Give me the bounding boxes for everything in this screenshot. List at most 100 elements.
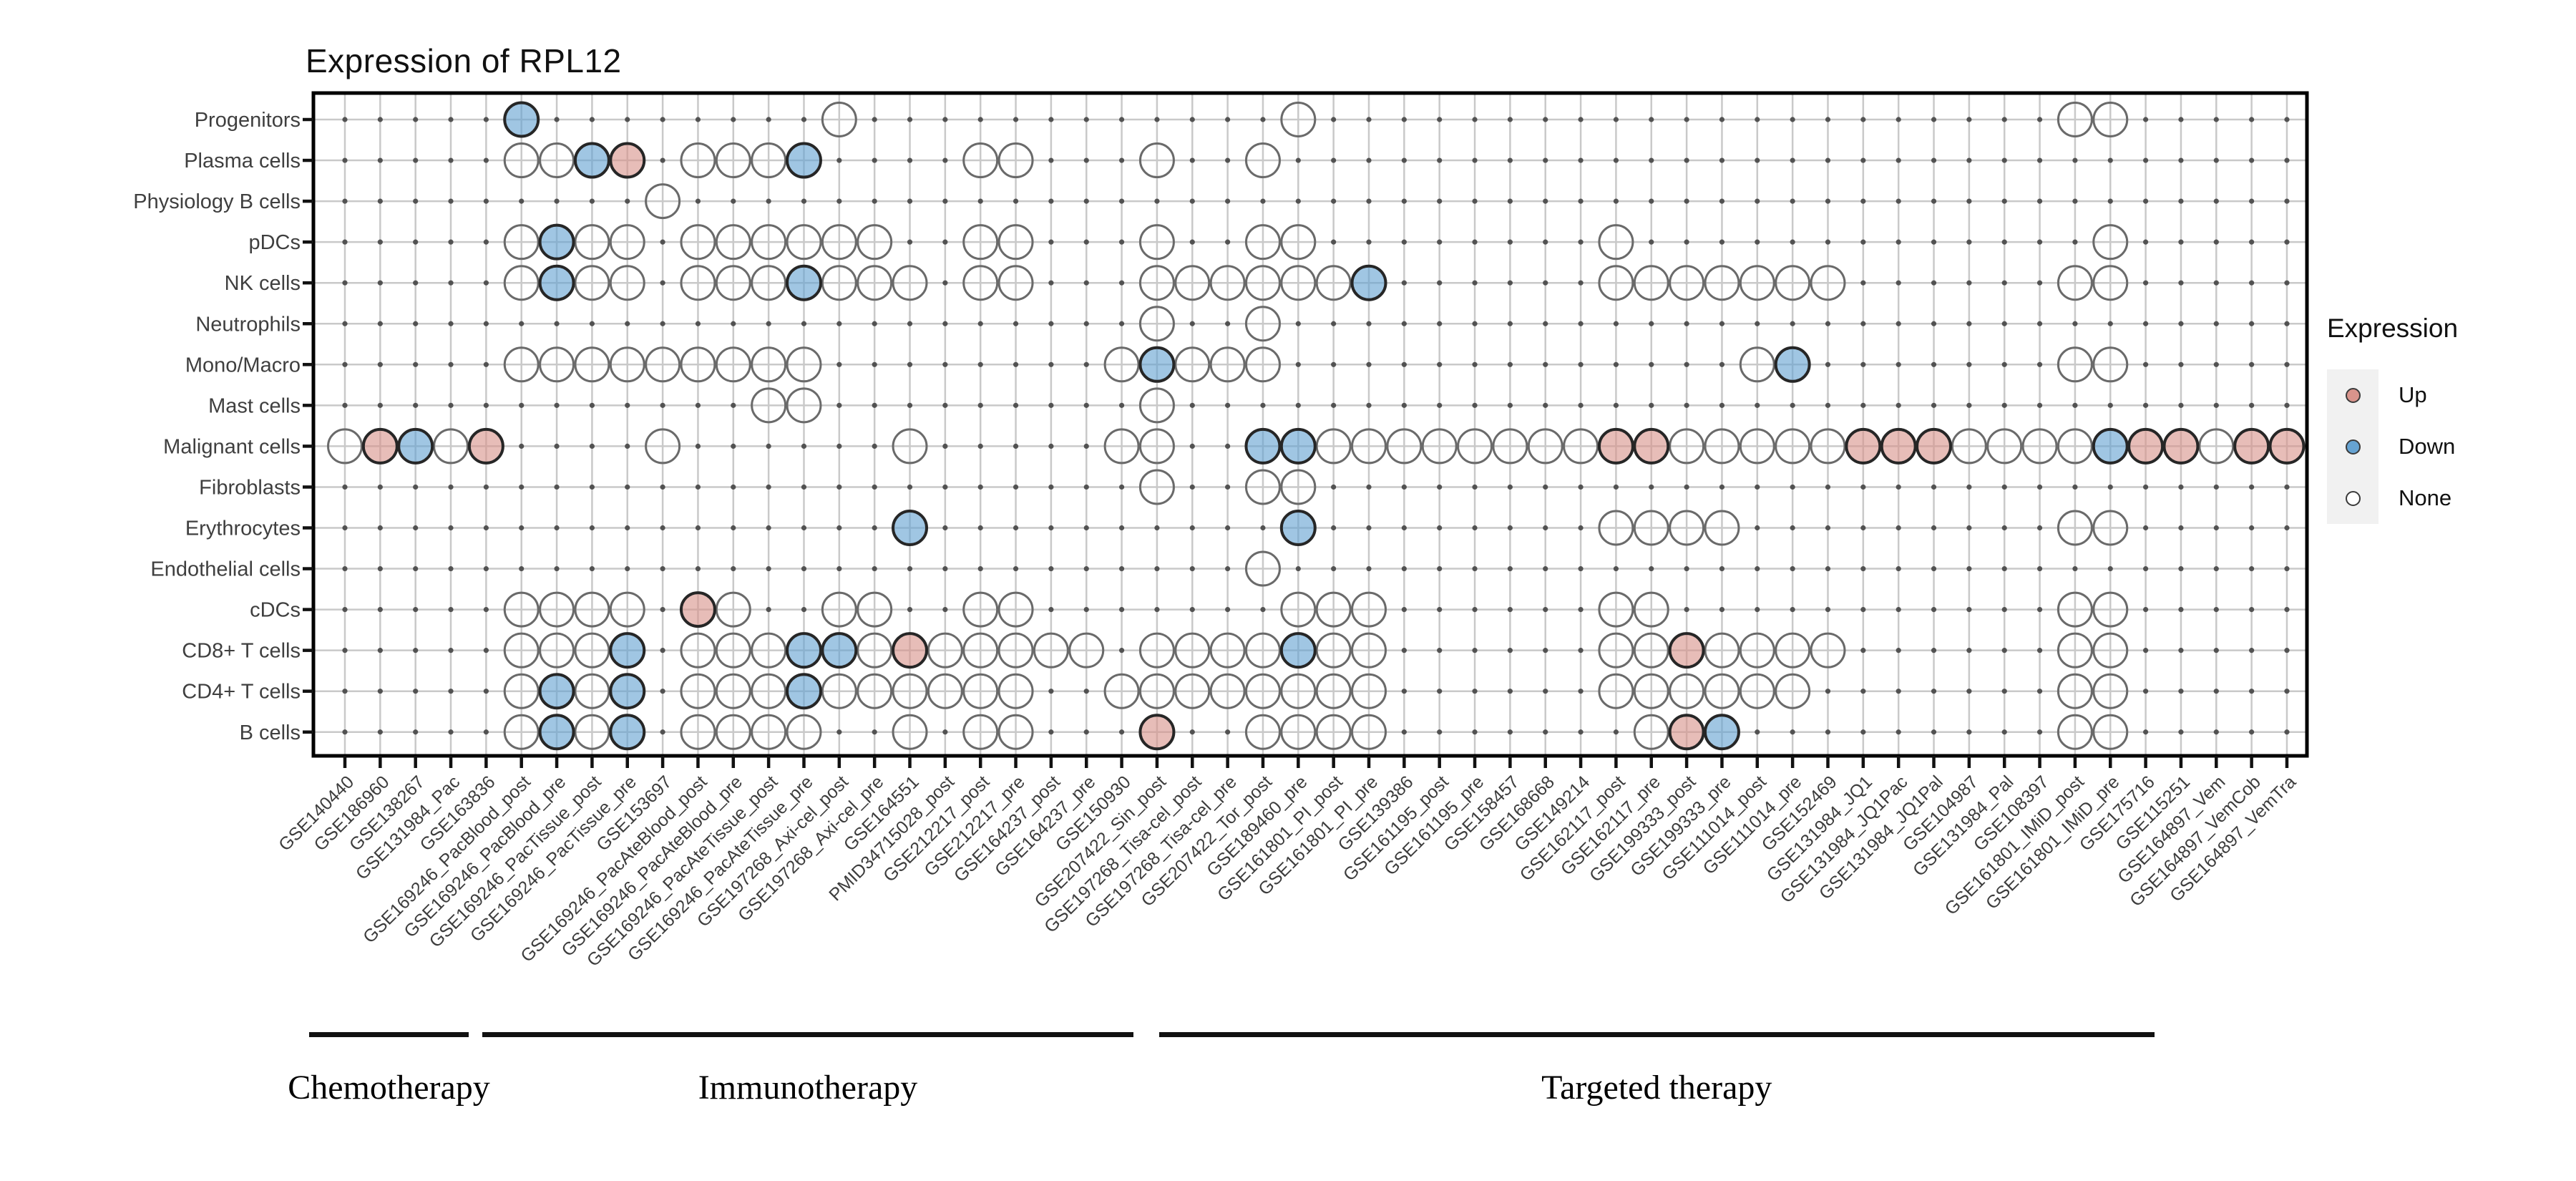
na-dot [1825,565,1831,572]
na-dot [1966,607,1972,613]
na-dot [1790,484,1795,490]
na-dot [2213,117,2219,122]
expression-dot-none [1669,265,1705,301]
expression-dot-none [1598,510,1634,546]
na-dot [2284,239,2290,245]
na-dot [1613,361,1619,367]
na-dot [1083,443,1089,449]
na-dot [977,198,983,204]
expression-dot-none [786,714,822,750]
na-dot [1013,117,1019,122]
expression-dot-none [1174,632,1211,669]
y-axis-label: pDCs [248,231,301,254]
na-dot [2142,689,2149,694]
expression-dot-none [1244,469,1281,505]
na-dot [413,484,419,490]
expression-dot-down [609,714,646,751]
na-dot [1401,117,1407,122]
na-dot [1896,648,1901,653]
na-dot [1860,280,1866,286]
expression-dot-none [2057,265,2093,301]
na-dot [1578,157,1584,163]
na-dot [1755,607,1760,613]
expression-dot-none [1633,591,1669,628]
expression-dot-none [2021,428,2058,465]
y-axis-label: Progenitors [195,109,301,132]
na-dot [942,484,948,490]
na-dot [1472,117,1478,122]
na-dot [1719,321,1725,326]
na-dot [1295,402,1301,408]
na-dot [483,525,489,531]
na-dot [872,729,877,735]
na-dot [554,198,560,204]
na-dot [2284,689,2290,694]
expression-dot-down [785,673,822,710]
expression-dot-up [2268,427,2306,465]
expression-dot-up [1597,427,1634,465]
na-dot [731,525,736,531]
na-dot [695,321,701,326]
expression-dot-none [1669,510,1705,546]
na-dot [448,198,454,204]
expression-dot-up [361,427,399,465]
na-dot [1825,607,1831,613]
na-dot [1966,525,1972,531]
na-dot [2284,648,2290,653]
na-dot [2142,565,2149,572]
na-dot [1507,239,1513,245]
na-dot [1472,157,1478,163]
expression-dot-down [785,264,822,301]
y-axis-label: Fibroblasts [199,476,301,499]
na-dot [2001,607,2007,613]
na-dot [836,525,842,531]
na-dot [589,443,595,449]
na-dot [942,157,948,163]
down-dot-icon [2345,439,2361,455]
na-dot [2213,484,2219,490]
na-dot [1931,157,1937,163]
na-dot [1931,198,1937,204]
na-dot [2142,484,2149,490]
na-dot [2213,280,2219,286]
na-dot [1048,402,1054,408]
na-dot [1366,198,1372,204]
na-dot [2213,607,2219,613]
na-dot [483,565,489,572]
na-dot [342,648,348,653]
na-dot [1649,402,1654,408]
expression-dot-none [2092,510,2129,546]
na-dot [1825,402,1831,408]
na-dot [1896,729,1901,735]
na-dot [2001,117,2007,122]
expression-dot-none [1633,673,1669,709]
expression-dot-none [1174,346,1211,383]
expression-dot-none [1775,632,1811,669]
na-dot [1790,157,1795,163]
expression-dot-none [680,673,716,709]
expression-dot-none [2057,673,2093,709]
na-dot [1331,484,1337,490]
na-dot [589,198,595,204]
na-dot [342,239,348,245]
expression-dot-none [997,632,1034,669]
na-dot [1613,729,1619,735]
na-dot [1578,729,1584,735]
na-dot [1684,361,1689,367]
na-dot [1118,321,1125,326]
na-dot [1189,443,1195,449]
na-dot [2178,648,2184,653]
na-dot [1083,321,1089,326]
legend-label: Up [2399,382,2427,407]
na-dot [413,239,419,245]
na-dot [1966,198,1972,204]
na-dot [377,157,383,163]
na-dot [1013,484,1019,490]
expression-dot-none [1986,428,2023,465]
na-dot [2249,607,2255,613]
expression-dot-none [680,224,716,261]
na-dot [2036,321,2043,326]
na-dot [1825,484,1831,490]
na-dot [1083,157,1089,163]
expression-dot-none [1527,428,1563,465]
